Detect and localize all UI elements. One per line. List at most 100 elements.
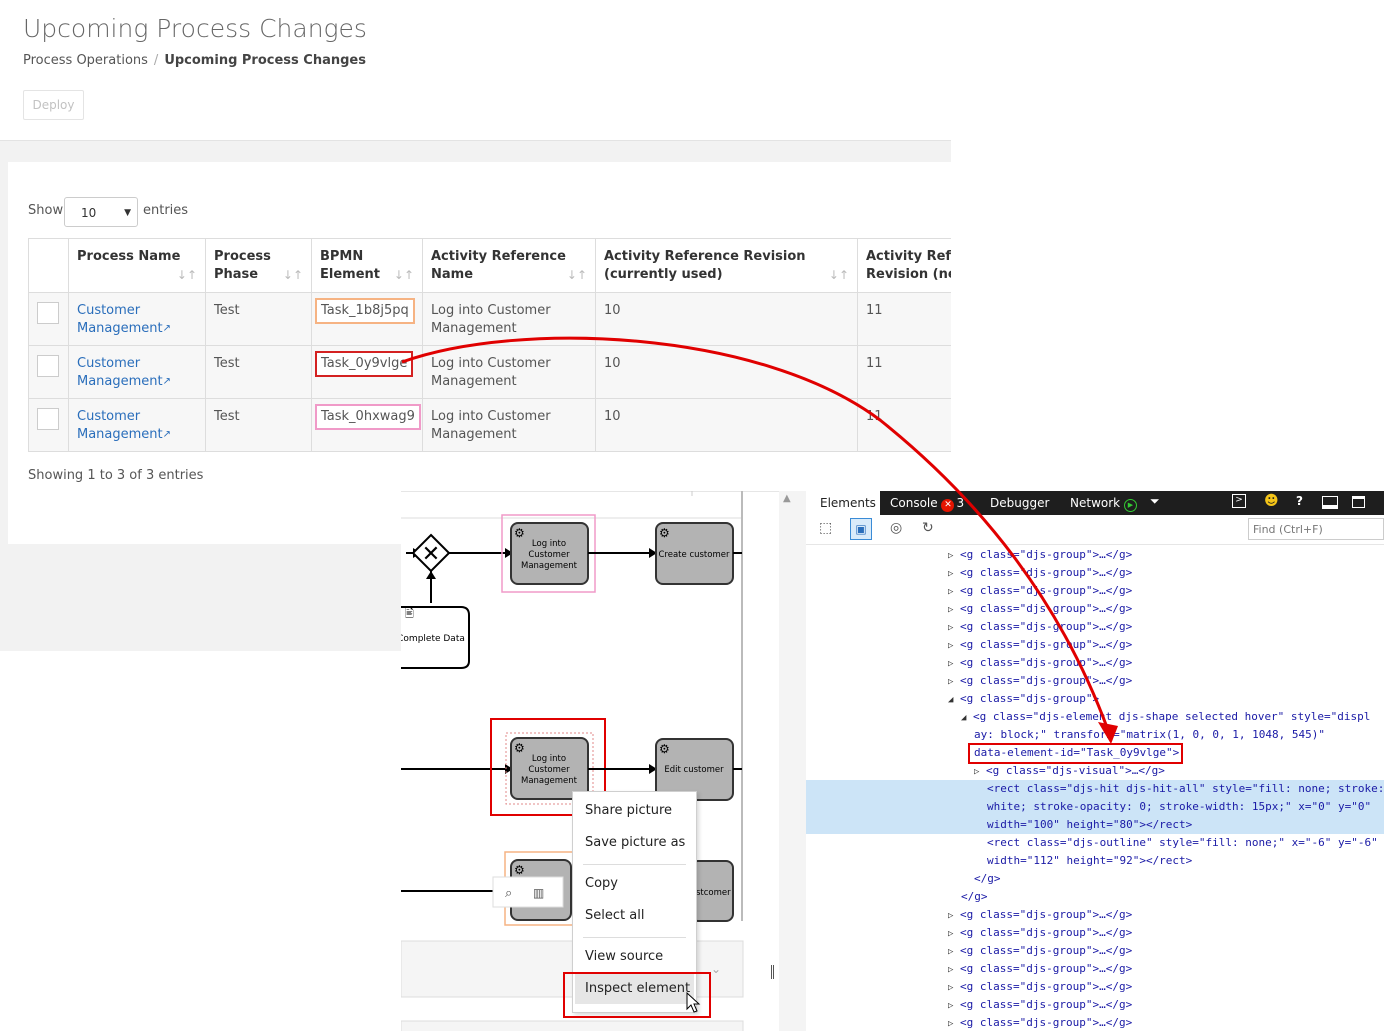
- sort-icon[interactable]: ↓↑: [566, 268, 587, 282]
- sort-icon[interactable]: ↓↑: [282, 268, 303, 282]
- dom-node[interactable]: ▷ <g class="djs-group">…</g>: [948, 584, 1133, 597]
- revision-current-cell: 10: [595, 292, 858, 346]
- dom-node-element-cont: ay: block;" transform="matrix(1, 0, 0, 1…: [974, 728, 1325, 741]
- target-icon[interactable]: ◎: [890, 520, 903, 536]
- tab-elements[interactable]: Elements: [806, 491, 880, 515]
- dom-node[interactable]: ▷ <g class="djs-group">…</g>: [948, 926, 1133, 939]
- dom-node-selected[interactable]: <rect class="djs-hit djs-hit-all" style=…: [987, 782, 1384, 795]
- phase-cell: Test: [205, 345, 312, 399]
- breadcrumb-current: Upcoming Process Changes: [164, 53, 366, 68]
- search-icon: ⌕: [505, 886, 512, 901]
- header-activity-reference-revision-current[interactable]: Activity Reference Revision(currently us…: [595, 238, 858, 293]
- tab-console[interactable]: Console ✕3: [890, 496, 965, 512]
- refresh-icon[interactable]: ↻: [922, 520, 934, 536]
- play-icon: ▶: [1123, 499, 1137, 512]
- complete-data-task: Complete Data: [401, 634, 465, 644]
- overflow-icon[interactable]: ⏷: [1150, 494, 1160, 508]
- dom-node[interactable]: <rect class="djs-outline" style="fill: n…: [987, 836, 1378, 849]
- highlight-element-icon[interactable]: ▣: [850, 518, 872, 540]
- dom-node[interactable]: ▷ <g class="djs-group">…</g>: [948, 548, 1133, 561]
- menu-inspect-element[interactable]: Inspect element: [585, 981, 691, 996]
- dom-node[interactable]: ▷ <g class="djs-group">…</g>: [948, 566, 1133, 579]
- menu-copy[interactable]: Copy: [585, 876, 618, 891]
- element-id-highlight-box: [968, 743, 1183, 764]
- dock-icon[interactable]: [1322, 496, 1338, 509]
- task-edit-customer[interactable]: ⚙ Edit customer: [655, 738, 734, 801]
- exclusive-gateway[interactable]: ✕: [411, 533, 451, 573]
- header-activity-reference-revision-new[interactable]: Activity ReferRevision (new: [857, 238, 951, 293]
- dom-node[interactable]: ▷ <g class="djs-group">…</g>: [948, 674, 1133, 687]
- revision-new-cell: 11: [857, 292, 951, 346]
- revision-current-cell: 10: [595, 345, 858, 399]
- dom-node[interactable]: ▷ <g class="djs-group">…</g>: [948, 1016, 1133, 1029]
- scroll-up-icon[interactable]: ▲: [783, 493, 791, 504]
- dom-node[interactable]: ▷ <g class="djs-visual">…</g>: [974, 764, 1165, 777]
- task-log-into-customer-management[interactable]: ⚙ Log into Customer Management: [510, 522, 589, 585]
- dom-node-element-id: data-element-id="Task_0y9vlge">: [974, 746, 1180, 759]
- breadcrumb-parent[interactable]: Process Operations: [23, 53, 148, 68]
- dom-node-expanded[interactable]: ◢ <g class="djs-group">: [948, 692, 1100, 705]
- dom-node[interactable]: ▷ <g class="djs-group">…</g>: [948, 962, 1133, 975]
- svg-text:⚙: ⚙: [514, 863, 525, 877]
- svg-text:⚙: ⚙: [659, 526, 670, 540]
- tab-debugger[interactable]: Debugger: [990, 496, 1050, 510]
- svg-text:stcomer: stcomer: [696, 888, 731, 898]
- tab-network[interactable]: Network ▶: [1070, 496, 1137, 512]
- dom-node[interactable]: ▷ <g class="djs-group">…</g>: [948, 980, 1133, 993]
- dom-node[interactable]: ▷ <g class="djs-group">…</g>: [948, 602, 1133, 615]
- console-toggle-icon[interactable]: >: [1232, 494, 1246, 508]
- svg-text:Customer: Customer: [528, 765, 570, 775]
- menu-share-picture[interactable]: Share picture: [585, 803, 673, 818]
- smiley-icon[interactable]: ☻: [1264, 493, 1279, 509]
- dom-node[interactable]: ▷ <g class="djs-group">…</g>: [948, 620, 1133, 633]
- phase-cell: Test: [205, 398, 312, 452]
- inspect-highlight-box: [563, 972, 711, 1018]
- diagram-scrollbar[interactable]: ▲: [771, 491, 806, 1031]
- task-log-into-customer-management-selected[interactable]: ⚙ Log into Customer Management: [510, 737, 589, 800]
- error-icon: ✕: [941, 499, 955, 512]
- dom-node[interactable]: ▷ <g class="djs-group">…</g>: [948, 998, 1133, 1011]
- row-checkbox[interactable]: [37, 355, 59, 377]
- help-icon[interactable]: ?: [1296, 494, 1303, 508]
- dom-node-element[interactable]: ◢ <g class="djs-element djs-shape select…: [961, 710, 1371, 723]
- menu-save-picture-as[interactable]: Save picture as: [585, 835, 686, 850]
- entries-value: 10: [81, 206, 97, 220]
- devtools-tabbar: Elements Console ✕3 Debugger Network ▶ ⏷…: [806, 491, 1384, 515]
- row-checkbox[interactable]: [37, 302, 59, 324]
- entries-select[interactable]: 10 ▼: [64, 197, 138, 227]
- sort-icon[interactable]: ↓↑: [393, 268, 414, 282]
- dom-node[interactable]: ▷ <g class="djs-group">…</g>: [948, 908, 1133, 921]
- svg-text:Log into: Log into: [532, 754, 566, 764]
- row-checkbox[interactable]: [37, 408, 59, 430]
- find-input[interactable]: Find (Ctrl+F): [1248, 518, 1384, 540]
- phase-cell: Test: [205, 292, 312, 346]
- header-process-name[interactable]: Process Name↓↑: [68, 238, 206, 293]
- chevron-down-icon: ▼: [124, 208, 131, 218]
- task-create-customer[interactable]: ⚙ Create customer: [655, 522, 734, 585]
- sort-icon[interactable]: ↓↑: [176, 268, 197, 282]
- splitter-handle[interactable]: [771, 965, 774, 979]
- dom-node[interactable]: ▷ <g class="djs-group">…</g>: [948, 944, 1133, 957]
- sort-icon[interactable]: ↓↑: [828, 268, 849, 282]
- dom-node[interactable]: ▷ <g class="djs-group">…</g>: [948, 656, 1133, 669]
- deploy-button[interactable]: Deploy: [23, 90, 84, 120]
- undock-icon[interactable]: [1352, 496, 1365, 508]
- select-element-icon[interactable]: ⬚: [819, 520, 833, 536]
- dom-node[interactable]: ▷ <g class="djs-group">…</g>: [948, 638, 1133, 651]
- svg-text:Management: Management: [521, 561, 578, 571]
- menu-select-all[interactable]: Select all: [585, 908, 645, 923]
- svg-text:⌄: ⌄: [711, 962, 721, 976]
- menu-view-source[interactable]: View source: [585, 949, 664, 964]
- show-label: Show: [28, 203, 64, 218]
- svg-text:Customer: Customer: [528, 550, 570, 560]
- svg-text:Log into: Log into: [532, 539, 566, 549]
